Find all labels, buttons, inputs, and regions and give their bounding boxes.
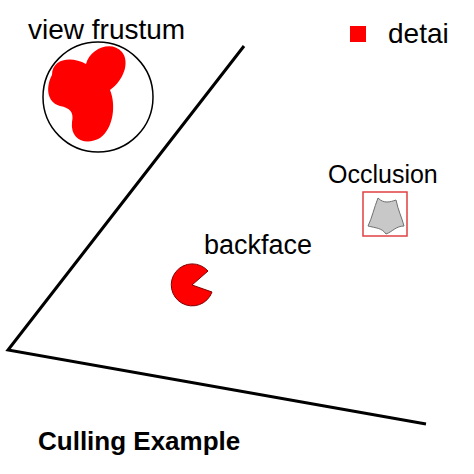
object-label: backface (204, 232, 312, 259)
frustum-lines (8, 46, 426, 424)
object-label: Occlusion (328, 162, 438, 187)
occluded-object (368, 198, 404, 234)
legend-text: detai (388, 20, 449, 48)
bounding-circle (43, 42, 153, 152)
legend-swatch (350, 26, 366, 42)
occlusion-box (363, 192, 407, 236)
backface-object (171, 264, 212, 306)
caption: Culling Example (38, 428, 240, 454)
region-label: view frustum (28, 16, 185, 44)
detail-blob (48, 46, 125, 141)
